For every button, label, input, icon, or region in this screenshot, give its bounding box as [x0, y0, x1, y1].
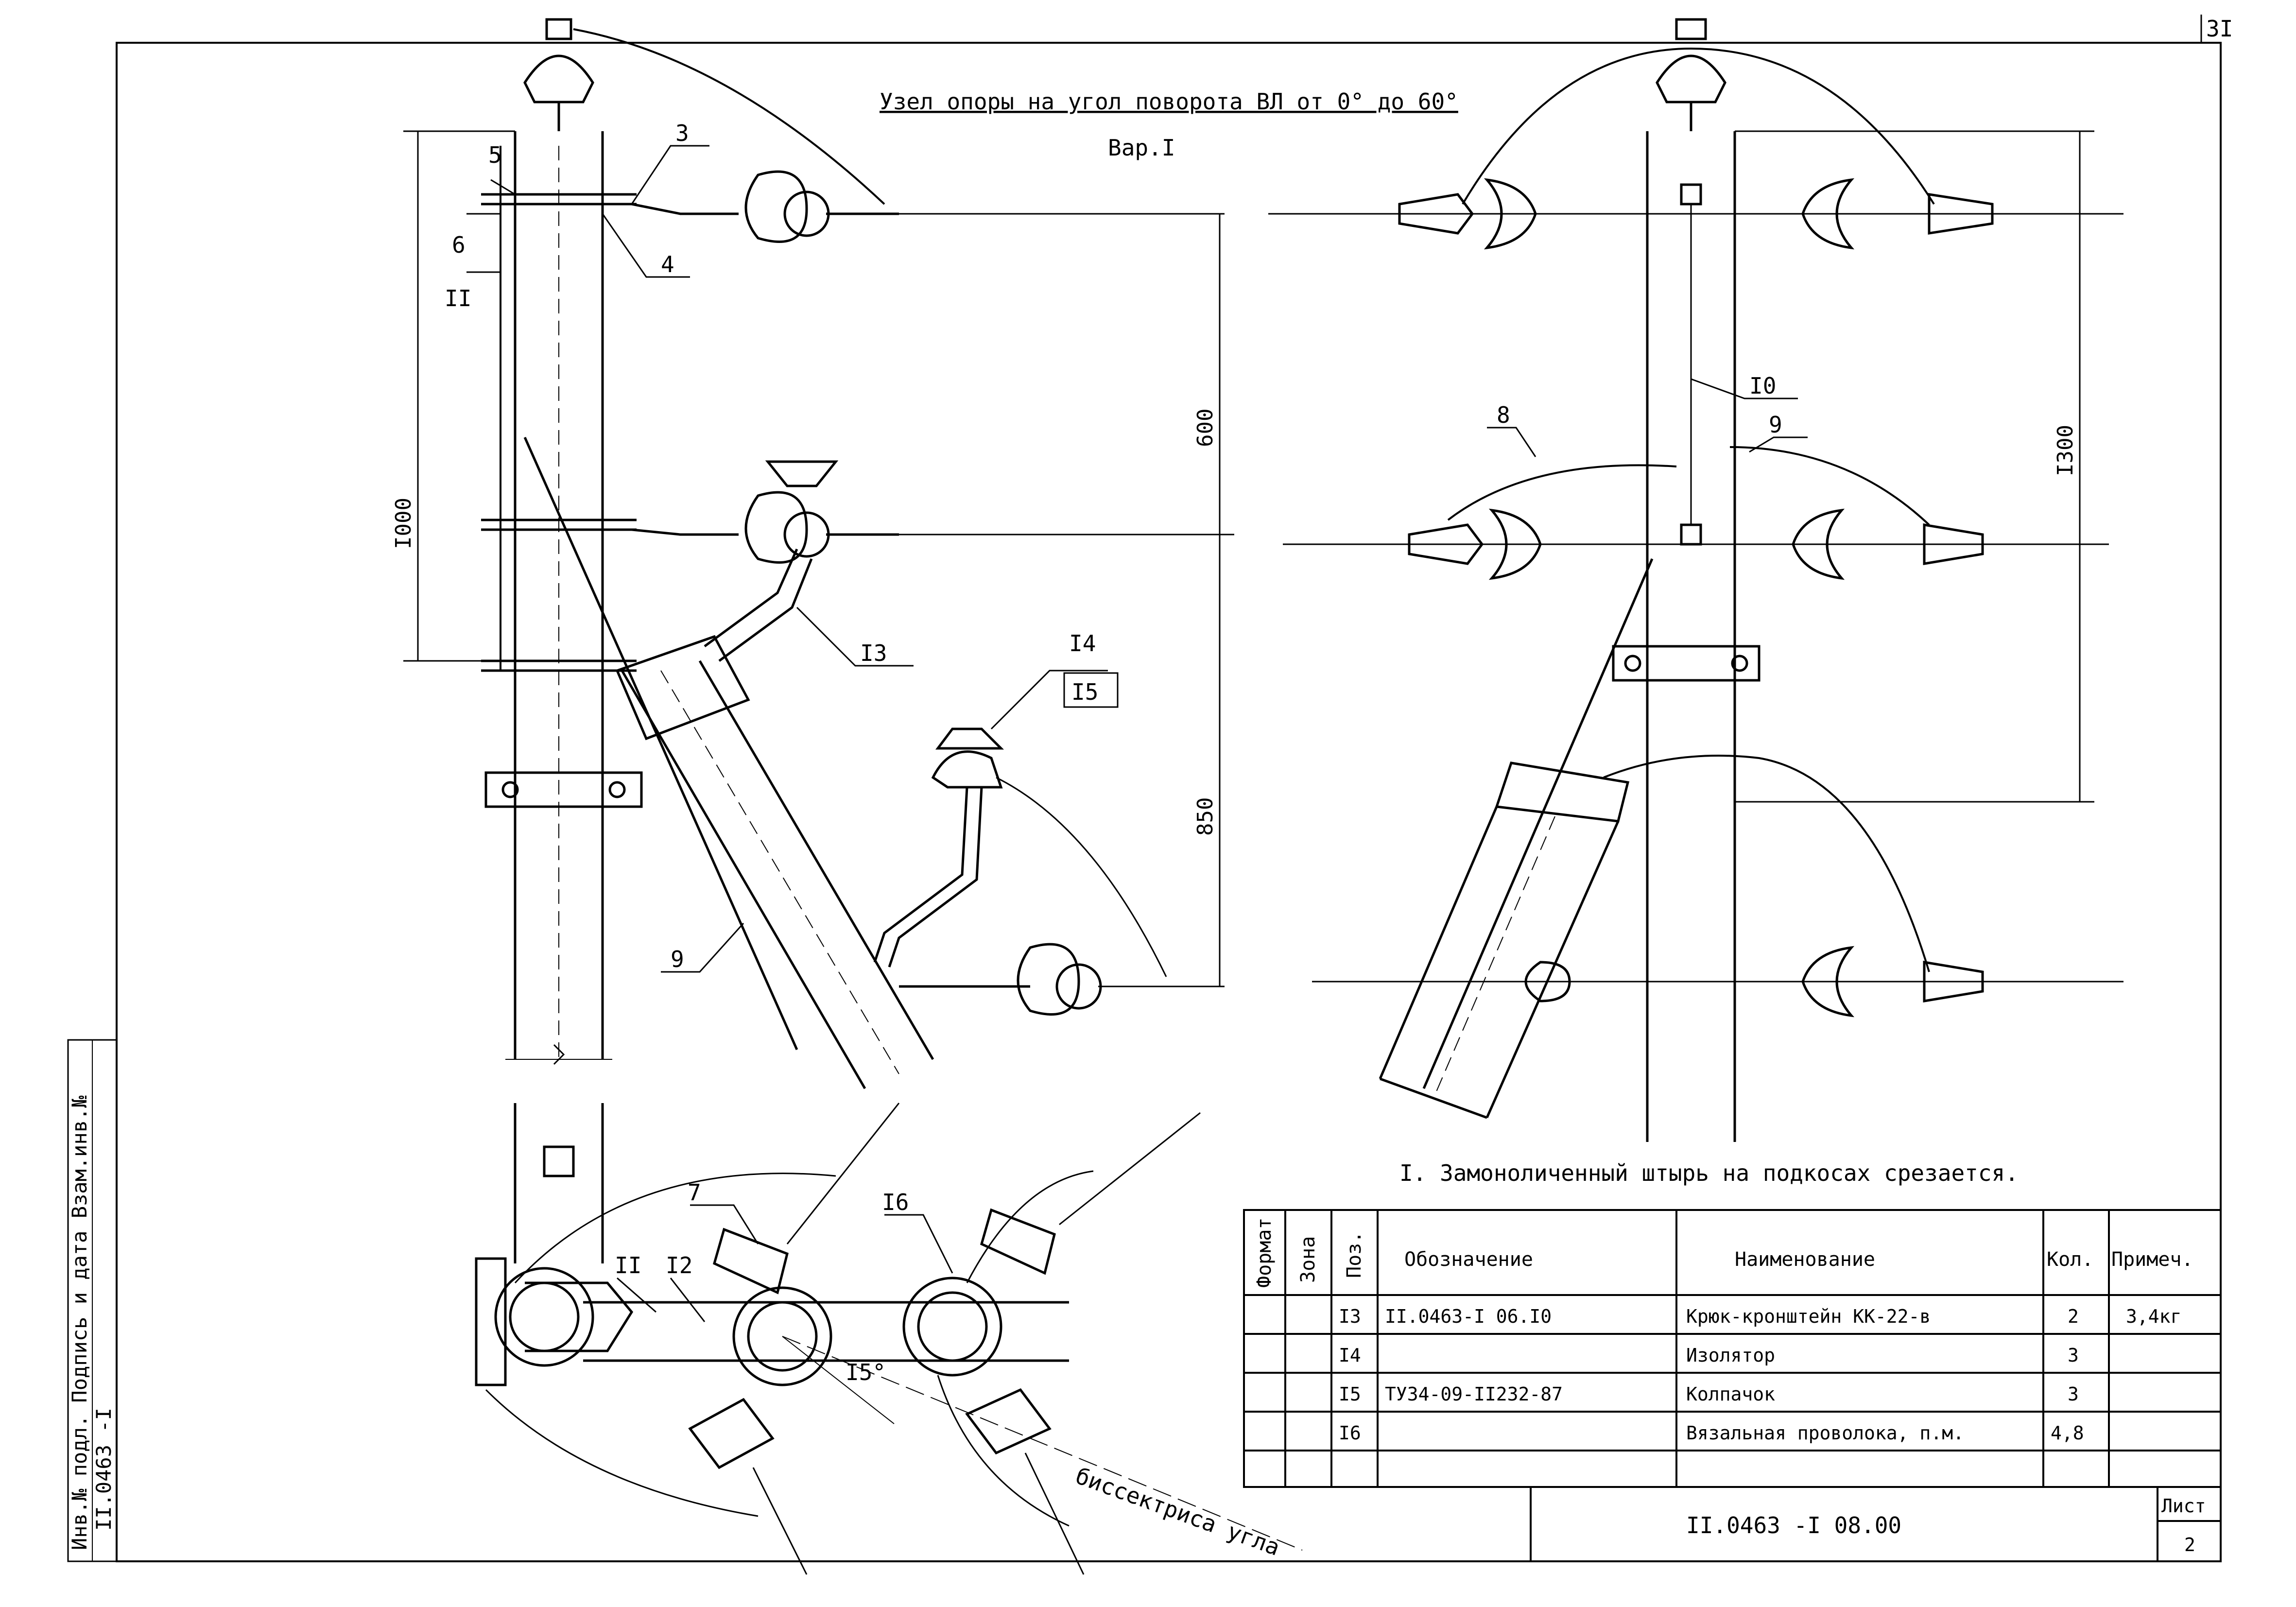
plan-leaders: [617, 1204, 953, 1322]
label-pos-9-left: 9: [671, 946, 684, 972]
title-block-sheet-label: Лист: [2161, 1495, 2206, 1517]
table-header-pos: Поз.: [1343, 1231, 1365, 1278]
label-pos-10: I0: [1749, 373, 1776, 399]
table-row: I6 Вязальная проволока, п.м. 4,8: [1339, 1422, 2084, 1444]
title-block-sheet-value: 2: [2184, 1534, 2195, 1555]
sheet-frame: [116, 42, 2222, 1562]
label-pos-4: 4: [661, 251, 674, 277]
table-header-qty: Кол.: [2047, 1248, 2093, 1271]
svg-text:Колпачок: Колпачок: [1686, 1383, 1775, 1405]
table-header-zone: Зона: [1297, 1236, 1319, 1283]
dimension-1300: I300: [2053, 425, 2078, 476]
svg-text:4,8: 4,8: [2051, 1422, 2084, 1444]
label-pos-12: I2: [666, 1252, 692, 1279]
table-header-note: Примеч.: [2111, 1248, 2193, 1271]
dimension-850: 850: [1193, 797, 1218, 836]
dimension-1000: I000: [391, 498, 416, 549]
svg-text:I5: I5: [1339, 1383, 1361, 1405]
side-stamp: Инв.№ подл. Подпись и дата Взам.инв.№ II…: [67, 1039, 118, 1562]
title-block-code: II.0463 -I 08.00: [1686, 1512, 1901, 1538]
svg-text:2: 2: [2068, 1306, 2079, 1327]
svg-text:ТУ34-09-II232-87: ТУ34-09-II232-87: [1385, 1383, 1563, 1405]
side-stamp-code: II.0463 -I: [92, 1408, 116, 1531]
left-leaders: [466, 145, 1108, 973]
label-pos-15: I5: [1071, 679, 1098, 705]
label-pos-11-plan: II: [615, 1252, 641, 1279]
svg-text:Вязальная проволока, п.м.: Вязальная проволока, п.м.: [1686, 1422, 1964, 1444]
spec-table: [1243, 1209, 2222, 1488]
table-row: I4 Изолятор 3: [1339, 1345, 2079, 1366]
right-dimensions: [1735, 130, 2094, 803]
sheet-number: 3I: [2206, 16, 2233, 42]
note-text: I. Замоноличенный штырь на подкосах срез…: [1399, 1160, 2019, 1186]
label-pos-16: I6: [882, 1189, 909, 1215]
table-row: I5 ТУ34-09-II232-87 Колпачок 3: [1339, 1383, 2079, 1405]
label-pos-5: 5: [488, 142, 502, 168]
label-pos-14: I4: [1069, 630, 1096, 657]
svg-text:3: 3: [2068, 1383, 2079, 1405]
label-pos-8: 8: [1497, 402, 1510, 428]
left-pole-view: [481, 18, 1225, 1089]
label-pos-11-left: II: [445, 285, 471, 311]
table-row: I3 II.0463-I 06.I0 Крюк-кронштейн КК-22-…: [1339, 1306, 2181, 1327]
svg-text:Изолятор: Изолятор: [1686, 1345, 1775, 1366]
svg-text:I6: I6: [1339, 1422, 1361, 1444]
svg-text:I3: I3: [1339, 1306, 1361, 1327]
plan-view: [475, 1103, 1303, 1575]
svg-text:I4: I4: [1339, 1345, 1361, 1366]
dimension-600: 600: [1193, 409, 1218, 447]
bisector-label: биссектриса угла: [1072, 1463, 1283, 1561]
label-pos-7: 7: [688, 1179, 701, 1206]
svg-text:II.0463-I 06.I0: II.0463-I 06.I0: [1385, 1306, 1552, 1327]
side-stamp-text: Инв.№ подл. Подпись и дата Взам.инв.№: [68, 1095, 91, 1550]
angle-15: I5°: [846, 1359, 886, 1385]
svg-text:3,4кг: 3,4кг: [2126, 1306, 2181, 1327]
svg-text:Крюк-кронштейн КК-22-в: Крюк-кронштейн КК-22-в: [1686, 1306, 1931, 1327]
label-pos-6: 6: [452, 232, 466, 258]
table-header-designation: Обозначение: [1404, 1248, 1533, 1271]
variant-label: Вар.I: [1108, 135, 1175, 161]
svg-text:3: 3: [2068, 1345, 2079, 1366]
title-block: [1530, 1486, 2222, 1562]
label-pos-3: 3: [675, 120, 689, 146]
label-pos-9-right: 9: [1769, 412, 1782, 438]
table-header-format: Формат: [1253, 1218, 1276, 1288]
label-pos-13: I3: [860, 640, 887, 666]
drawing-title: Узел опоры на угол поворота ВЛ от 0° до …: [880, 88, 1458, 115]
left-dimensions: [403, 130, 1234, 986]
right-pole-view: [1268, 18, 2123, 1142]
table-header-name: Наименование: [1735, 1248, 1875, 1271]
